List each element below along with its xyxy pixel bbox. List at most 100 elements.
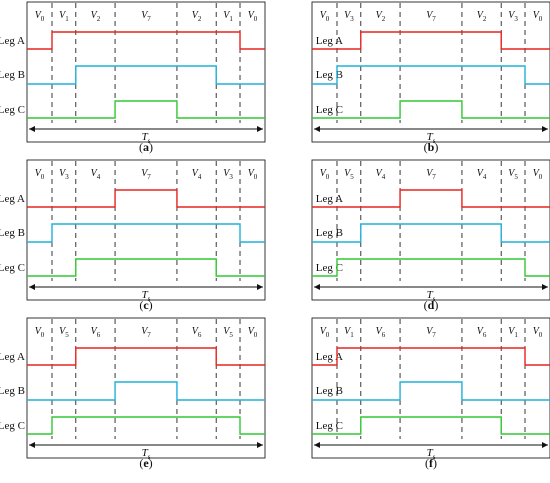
sector-label: V4 [477, 168, 487, 181]
period-label: Ts [427, 131, 436, 145]
sector-label: V6 [91, 326, 101, 339]
arrow-left-head [29, 126, 35, 132]
leg-c-waveform [27, 416, 265, 435]
sector-label: V4 [91, 168, 101, 181]
panel-caption: (c) [139, 298, 152, 312]
leg-label-c: Leg C [0, 104, 25, 116]
sector-label: V7 [141, 168, 151, 181]
leg-b-waveform [27, 65, 265, 85]
panel-frame [26, 317, 266, 459]
leg-label-b: Leg B [316, 227, 343, 239]
arrow-right-head [257, 126, 263, 132]
leg-label-a: Leg A [316, 35, 343, 47]
sector-label: V7 [426, 168, 436, 181]
sector-label: V0 [35, 326, 45, 339]
arrow-right-head [257, 284, 263, 290]
period-label: Ts [142, 289, 151, 303]
leg-label-b: Leg B [0, 69, 25, 81]
leg-c-waveform [27, 258, 265, 277]
leg-a-waveform [312, 189, 550, 208]
sector-label: V3 [223, 168, 233, 181]
sector-label: V0 [248, 168, 258, 181]
sector-label: V2 [376, 10, 386, 23]
leg-label-c: Leg C [316, 104, 343, 116]
panel-frame [311, 159, 550, 301]
leg-label-a: Leg A [316, 193, 343, 205]
sector-label: V0 [248, 10, 258, 23]
sector-label: V3 [508, 10, 518, 23]
sector-label: V6 [192, 326, 202, 339]
arrow-right-head [542, 442, 548, 448]
sector-label: V6 [477, 326, 487, 339]
arrow-left-head [314, 442, 320, 448]
leg-label-c: Leg C [0, 262, 25, 274]
leg-label-a: Leg A [0, 351, 25, 363]
panel-frame [26, 159, 266, 301]
sector-label: V1 [223, 10, 233, 23]
leg-label-b: Leg B [316, 69, 343, 81]
arrow-left-head [29, 442, 35, 448]
leg-c-waveform [312, 416, 550, 435]
sector-label: V2 [477, 10, 487, 23]
panel-caption: (a) [139, 140, 153, 154]
leg-a-waveform [27, 347, 265, 366]
arrow-right-head [542, 284, 548, 290]
sector-label: V1 [344, 326, 354, 339]
panel-frame [26, 1, 266, 143]
leg-label-c: Leg C [316, 420, 343, 432]
sector-label: V5 [508, 168, 518, 181]
leg-b-waveform [312, 381, 550, 401]
sector-label: V0 [35, 168, 45, 181]
arrow-left-head [314, 284, 320, 290]
sector-label: V3 [344, 10, 354, 23]
arrow-left-head [314, 126, 320, 132]
leg-label-b: Leg B [0, 385, 25, 397]
leg-b-waveform [27, 223, 265, 243]
leg-c-waveform [312, 258, 550, 277]
sector-label: V7 [426, 326, 436, 339]
sector-label: V5 [344, 168, 354, 181]
leg-label-a: Leg A [0, 35, 25, 47]
leg-c-waveform [312, 100, 550, 119]
arrow-right-head [257, 442, 263, 448]
sector-label: V6 [376, 326, 386, 339]
leg-b-waveform [312, 223, 550, 243]
arrow-right-head [542, 126, 548, 132]
panel-frame [311, 1, 550, 143]
leg-label-b: Leg B [0, 227, 25, 239]
leg-label-c: Leg C [0, 420, 25, 432]
sector-label: V0 [248, 326, 258, 339]
leg-a-waveform [27, 189, 265, 208]
period-label: Ts [427, 289, 436, 303]
panel-caption: (f) [425, 456, 437, 470]
leg-c-waveform [27, 100, 265, 119]
arrow-left-head [29, 284, 35, 290]
sector-label: V2 [192, 10, 202, 23]
leg-label-b: Leg B [316, 385, 343, 397]
sector-label: V4 [192, 168, 202, 181]
period-label: Ts [427, 447, 436, 461]
sector-label: V7 [141, 10, 151, 23]
sector-label: V1 [59, 10, 69, 23]
panel-caption: (b) [424, 140, 439, 154]
leg-a-waveform [27, 31, 265, 50]
period-label: Ts [142, 131, 151, 145]
leg-a-waveform [312, 31, 550, 50]
sector-label: V7 [426, 10, 436, 23]
sector-label: V4 [376, 168, 386, 181]
sector-label: V3 [59, 168, 69, 181]
sector-label: V0 [533, 168, 543, 181]
period-label: Ts [142, 447, 151, 461]
panel-caption: (d) [424, 298, 439, 312]
leg-a-waveform [312, 347, 550, 366]
sector-label: V0 [320, 10, 330, 23]
sector-label: V7 [141, 326, 151, 339]
leg-b-waveform [27, 381, 265, 401]
